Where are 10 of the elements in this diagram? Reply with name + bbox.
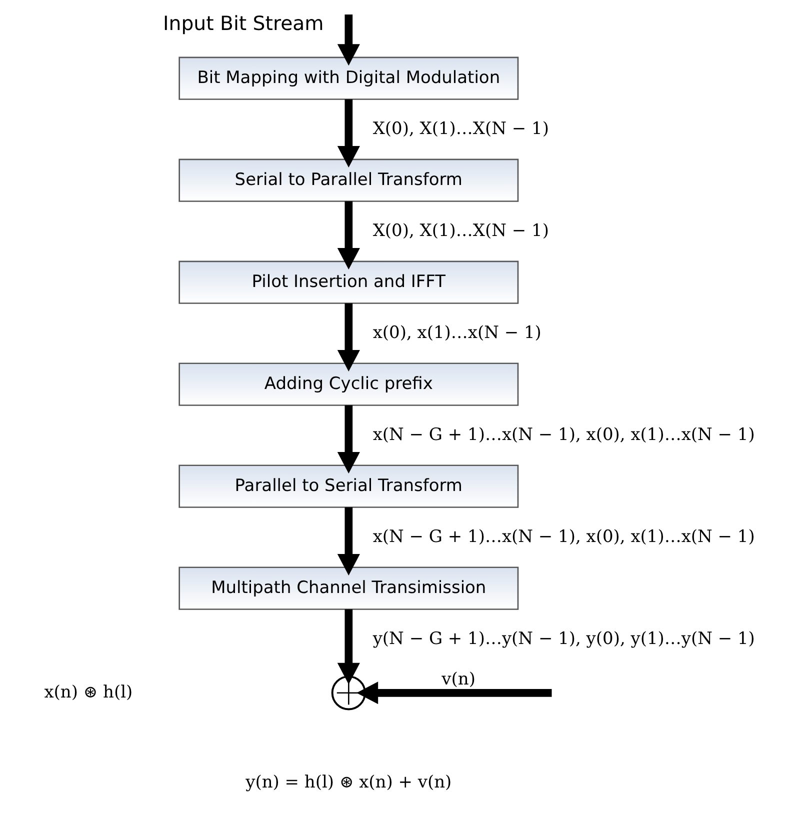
edge-label: y(N − G + 1)…y(N − 1), y(0), y(1)…y(N − 1) — [372, 628, 754, 649]
edge-label: X(0), X(1)…X(N − 1) — [372, 118, 548, 139]
edge-label: Input Bit Stream — [162, 12, 324, 35]
edge-label: v(n) — [441, 669, 475, 690]
edge-label: x(N − G + 1)…x(N − 1), x(0), x(1)…x(N − 1) — [372, 424, 754, 445]
edge-label: X(0), X(1)…X(N − 1) — [372, 220, 548, 241]
label: x(n) ⊛ h(l) — [44, 682, 132, 702]
edge-label: x(N − G + 1)…x(N − 1), x(0), x(1)…x(N − 1) — [372, 526, 754, 547]
edge-label: x(0), x(1)…x(N − 1) — [372, 322, 541, 343]
label: y(n) = h(l) ⊛ x(n) + v(n) — [245, 772, 452, 793]
